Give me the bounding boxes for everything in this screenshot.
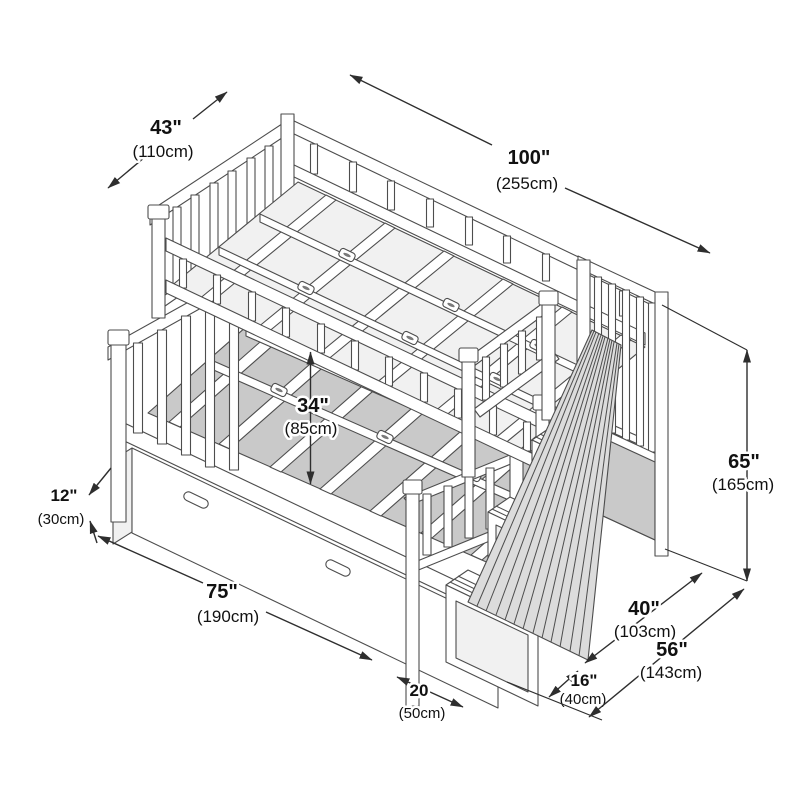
dim-label: 34": [297, 395, 329, 417]
dim-label: 20: [410, 681, 429, 700]
headboard-post-cap: [147, 204, 170, 220]
foot-guard-bottom-rail: [473, 350, 560, 418]
dim-label-cm: (143cm): [640, 663, 702, 682]
dim-label-cm: (255cm): [496, 174, 558, 193]
dim-label: 56": [656, 639, 688, 661]
footboard-slats: [422, 467, 495, 556]
dimension-bottom-length: 75" (190cm): [97, 535, 373, 661]
footboard-post-cap: [402, 479, 423, 495]
staircase: [445, 255, 669, 707]
stair-stringer: [467, 329, 622, 661]
dim-label: 100": [508, 147, 551, 169]
dim-label-cm: (165cm): [712, 475, 774, 494]
stair-post: [654, 291, 669, 557]
dimension-overall-height: 65" (165cm): [661, 304, 777, 582]
headboard-post-cap: [107, 329, 130, 346]
dim-label: 65": [728, 451, 760, 473]
dim-label-cm: (50cm): [399, 705, 446, 722]
dim-label-cm: (30cm): [38, 511, 85, 528]
headboard-post: [151, 210, 166, 319]
dim-label: 40": [628, 598, 660, 620]
foot-guard-post-cap: [458, 347, 479, 363]
dim-label-cm: (110cm): [132, 142, 193, 161]
dim-label: 16": [571, 671, 598, 690]
trundle-handle: [325, 559, 351, 577]
dimension-bunk-clearance: 34" (85cm): [282, 351, 340, 485]
top-bunk-foot-guard: [458, 290, 560, 478]
headboard-post: [110, 333, 127, 523]
foot-guard-post: [541, 294, 556, 421]
dim-label-cm: (190cm): [197, 607, 259, 626]
dimension-trundle-height: 12" (30cm): [35, 467, 112, 544]
dimension-bottom-width: 56" (143cm): [506, 588, 745, 721]
dimension-overall-length: 100" (255cm): [349, 74, 711, 254]
step-1-drawer: [455, 600, 529, 693]
trundle-handle: [183, 491, 209, 509]
foot-guard-post-cap: [538, 290, 559, 306]
dimension-annotations: 43" (110cm) 100" (255cm) 34" (85cm) 12" …: [35, 74, 777, 725]
dim-label-cm: (85cm): [285, 419, 338, 438]
dim-label: 75": [206, 581, 238, 603]
foot-guard-post: [461, 351, 476, 478]
dim-label: 12": [51, 486, 78, 505]
dim-label: 43": [150, 117, 182, 139]
headboard-slats: [132, 289, 240, 471]
stringer-planks: [476, 330, 620, 657]
footboard-post: [405, 483, 420, 707]
dimension-trundle-extension: 20 (50cm): [396, 676, 464, 725]
top-bunk: [147, 113, 661, 596]
dimension-top-width: 43" (110cm): [107, 91, 228, 189]
